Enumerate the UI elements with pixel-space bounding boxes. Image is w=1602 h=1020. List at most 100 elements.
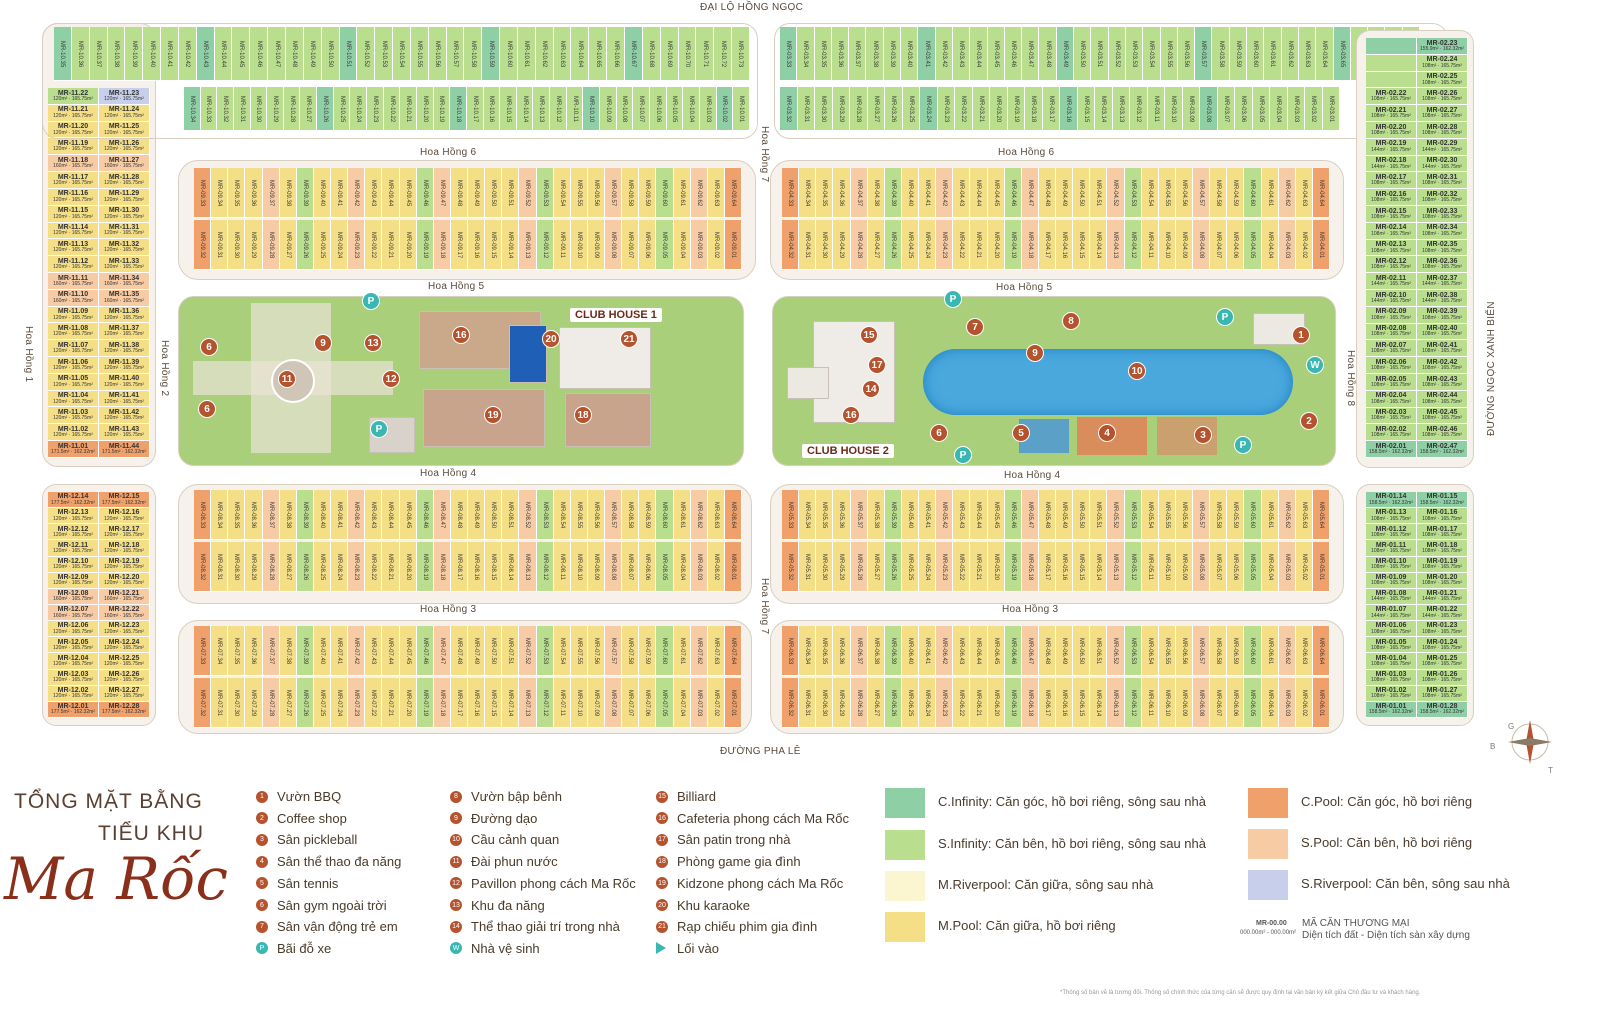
lot-cell[interactable]: MR-09.63 [707, 168, 725, 218]
lot-cell[interactable]: MR-10.32 [217, 87, 234, 131]
lot-cell[interactable]: MR-08.37 [262, 490, 280, 540]
lot-cell[interactable]: MR-05.29 [833, 542, 851, 592]
lot-cell[interactable]: MR-10.17 [466, 87, 484, 131]
lot-cell[interactable]: MR-06.48 [1038, 626, 1056, 676]
lot-cell[interactable]: MR-09.16 [468, 220, 486, 270]
amenity-marker-21[interactable]: 21 [620, 330, 638, 348]
lot-cell[interactable]: MR-08.26 [296, 542, 314, 592]
lot-cell[interactable]: MR-06.22 [953, 678, 971, 728]
lot-cell[interactable]: MR-07.38 [279, 626, 297, 676]
lot-cell[interactable]: MR-08.09 [587, 542, 605, 592]
lot-cell[interactable]: MR-05.15 [1073, 542, 1091, 592]
lot-cell[interactable]: MR-06.61 [1261, 626, 1279, 676]
lot-cell[interactable]: MR-03.40 [901, 27, 919, 81]
lot-cell[interactable]: MR-08.28 [262, 542, 280, 592]
lot-cell[interactable]: MR-06.33 [782, 626, 800, 676]
lot-cell[interactable]: MR-03.50 [1074, 27, 1092, 81]
lot-cell[interactable]: MR-07.55 [570, 626, 588, 676]
amenity-marker-20[interactable]: 20 [542, 330, 560, 348]
lot-cell[interactable]: MR-08.33 [194, 490, 212, 540]
lot-cell[interactable]: MR-03.05 [1252, 87, 1270, 131]
lot-cell[interactable]: MR-07.06 [639, 678, 657, 728]
lot-cell[interactable]: MR-09.61 [673, 168, 691, 218]
lot-cell[interactable]: MR-10.24 [350, 87, 368, 131]
lot-cell[interactable]: MR-05.25 [901, 542, 919, 592]
lot-cell[interactable]: MR-03.64 [1316, 27, 1334, 81]
lot-cell[interactable]: MR-07.24 [331, 678, 349, 728]
lot-cell[interactable]: MR-08.30 [228, 542, 246, 592]
lot-cell[interactable]: MR-06.59 [1227, 626, 1245, 676]
lot-cell[interactable]: MR-10.63 [553, 27, 572, 81]
lot-cell[interactable]: MR-06.35 [816, 626, 834, 676]
lot-cell[interactable]: MR-05.52 [1107, 490, 1125, 540]
lot-cell[interactable]: MR-07.49 [468, 626, 486, 676]
lot-cell[interactable]: MR-10.14 [516, 87, 534, 131]
lot-cell[interactable]: MR-03.29 [832, 87, 850, 131]
lot-cell[interactable]: MR-06.49 [1056, 626, 1074, 676]
lot-cell[interactable]: MR-05.03 [1278, 542, 1296, 592]
lot-cell[interactable]: MR-09.41 [331, 168, 349, 218]
amenity-marker-15[interactable]: 15 [860, 326, 878, 344]
lot-cell[interactable]: MR-08.06 [639, 542, 657, 592]
lot-cell[interactable]: MR-07.19 [416, 678, 434, 728]
lot-cell[interactable]: MR-09.20 [399, 220, 417, 270]
lot-cell[interactable]: MR-10.12 [550, 87, 567, 131]
lot-cell[interactable]: MR-06.03 [1278, 678, 1296, 728]
lot-cell[interactable]: MR-10.66 [607, 27, 625, 81]
lot-cell[interactable]: MR-05.02 [1295, 542, 1313, 592]
lot-cell[interactable]: MR-09.32 [194, 220, 212, 270]
lot-cell[interactable]: MR-06.21 [970, 678, 988, 728]
lot-cell[interactable]: MR-10.41 [161, 27, 179, 81]
lot-cell[interactable]: MR-08.51 [502, 490, 520, 540]
lot-cell[interactable]: MR-10.16 [483, 87, 501, 131]
lot-cell[interactable]: MR-06.44 [970, 626, 988, 676]
lot-cell[interactable]: MR-07.01 [724, 678, 742, 728]
lot-cell[interactable]: MR-03.16 [1060, 87, 1078, 131]
lot-cell[interactable]: MR-10.02 [716, 87, 734, 131]
lot-cell[interactable]: MR-03.58 [1212, 27, 1230, 81]
lot-cell[interactable]: MR-05.51 [1090, 490, 1108, 540]
lot-cell[interactable]: MR-09.12 [536, 220, 554, 270]
lot-cell[interactable]: MR-08.58 [622, 490, 640, 540]
lot-cell[interactable]: MR-05.40 [901, 490, 919, 540]
lot-cell[interactable]: MR-03.25 [902, 87, 920, 131]
lot-cell[interactable]: MR-06.40 [901, 626, 919, 676]
lot-cell[interactable]: MR-07.43 [365, 626, 383, 676]
lot-cell[interactable]: MR-10.42 [178, 27, 197, 81]
lot-cell[interactable]: MR-06.25 [901, 678, 919, 728]
lot-cell[interactable]: MR-07.60 [656, 626, 674, 676]
lot-cell[interactable]: MR-06.52 [1107, 626, 1125, 676]
lot-cell[interactable]: MR-06.31 [799, 678, 817, 728]
lot-cell[interactable]: MR-05.10 [1158, 542, 1176, 592]
lot-cell[interactable]: MR-08.34 [211, 490, 229, 540]
lot-cell[interactable]: MR-04.49 [1056, 168, 1074, 218]
lot-cell[interactable]: MR-03.11 [1147, 87, 1165, 131]
lot-cell[interactable]: MR-09.01 [724, 220, 742, 270]
lot-cell[interactable]: MR-04.44 [970, 168, 988, 218]
lot-cell[interactable]: MR-08.49 [468, 490, 486, 540]
lot-cell[interactable]: MR-10.35 [54, 27, 72, 81]
lot-cell[interactable]: MR-06.62 [1278, 626, 1296, 676]
amenity-marker-7[interactable]: 7 [966, 318, 984, 336]
lot-cell[interactable]: MR-09.50 [485, 168, 503, 218]
lot-cell[interactable]: MR-09.58 [622, 168, 640, 218]
